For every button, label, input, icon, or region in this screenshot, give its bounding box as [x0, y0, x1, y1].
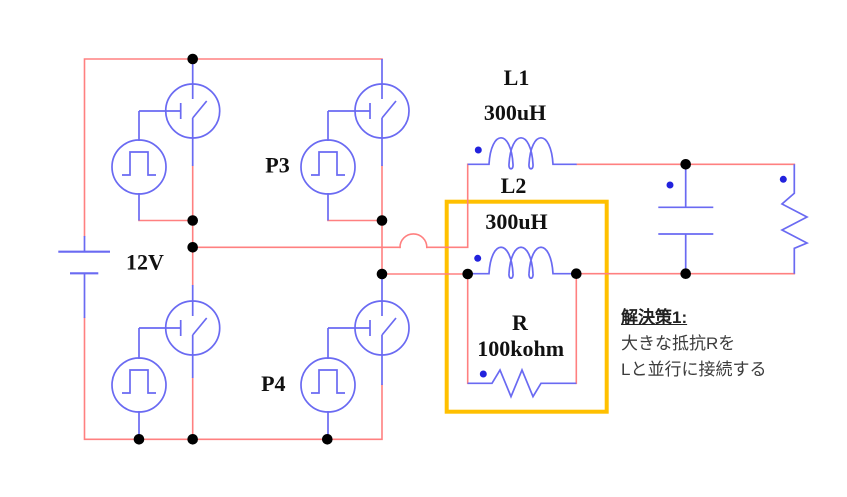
wire-bottom-rail [83, 317, 383, 441]
junction-dot [187, 434, 198, 445]
switch-top-right [328, 59, 410, 166]
inductor-l1 [467, 137, 577, 170]
pulse-source-bottom-right [300, 328, 356, 440]
pulse-source-top-right [300, 111, 356, 221]
junction-dot [322, 434, 333, 445]
label-l2-value: 300uH [485, 209, 547, 234]
solution-note-title: 解決策1: [621, 308, 688, 327]
junction-dot [680, 159, 691, 170]
polarity-dot-l2 [474, 254, 482, 262]
red-wire-layer [83, 58, 796, 441]
switch-top-left [139, 59, 221, 166]
battery-12v [58, 236, 110, 318]
junction-dot [187, 215, 198, 226]
junction-dot [133, 434, 145, 445]
label-p4: P4 [261, 371, 285, 396]
junction-dot [680, 268, 691, 280]
load-resistor [780, 164, 810, 274]
polarity-dot-layer [474, 146, 787, 378]
blue-component-layer [58, 59, 810, 440]
junction-dot-layer [133, 53, 691, 445]
solution-note: 解決策1: 大きな抵抗Rを Lと並行に接続する [621, 305, 766, 383]
solution-note-line1: 大きな抵抗Rを [621, 334, 736, 353]
label-source-voltage: 12V [126, 250, 164, 275]
pulse-source-top-left [111, 111, 167, 221]
label-l1-name: L1 [504, 65, 530, 90]
label-p3: P3 [265, 153, 289, 178]
junction-dot [187, 242, 198, 253]
junction-dot [376, 215, 388, 226]
switch-bottom-right [328, 274, 410, 385]
label-l2-name: L2 [501, 173, 527, 198]
polarity-dot-cap [666, 181, 674, 189]
wire-crossover-hop [399, 233, 428, 249]
switch-bottom-left [139, 285, 221, 378]
wire-left-and-top-rail [83, 58, 383, 237]
junction-dot [571, 268, 582, 280]
wire-out1 [191, 163, 469, 249]
junction-dot [187, 53, 198, 65]
label-r-name: R [512, 310, 529, 335]
solution-highlight-box [444, 199, 609, 414]
label-l1-value: 300uH [484, 100, 546, 125]
resistor-r [467, 367, 577, 399]
polarity-dot-load [779, 175, 787, 183]
junction-dot [462, 268, 474, 280]
label-r-value: 100kohm [477, 336, 564, 361]
polarity-dot-r [479, 370, 487, 378]
polarity-dot-l1 [474, 146, 482, 154]
solution-note-line2: Lと並行に接続する [621, 360, 767, 379]
inductor-l2 [467, 246, 577, 280]
output-capacitor [658, 164, 714, 274]
pulse-source-bottom-left [111, 328, 167, 440]
junction-dot [376, 268, 388, 280]
